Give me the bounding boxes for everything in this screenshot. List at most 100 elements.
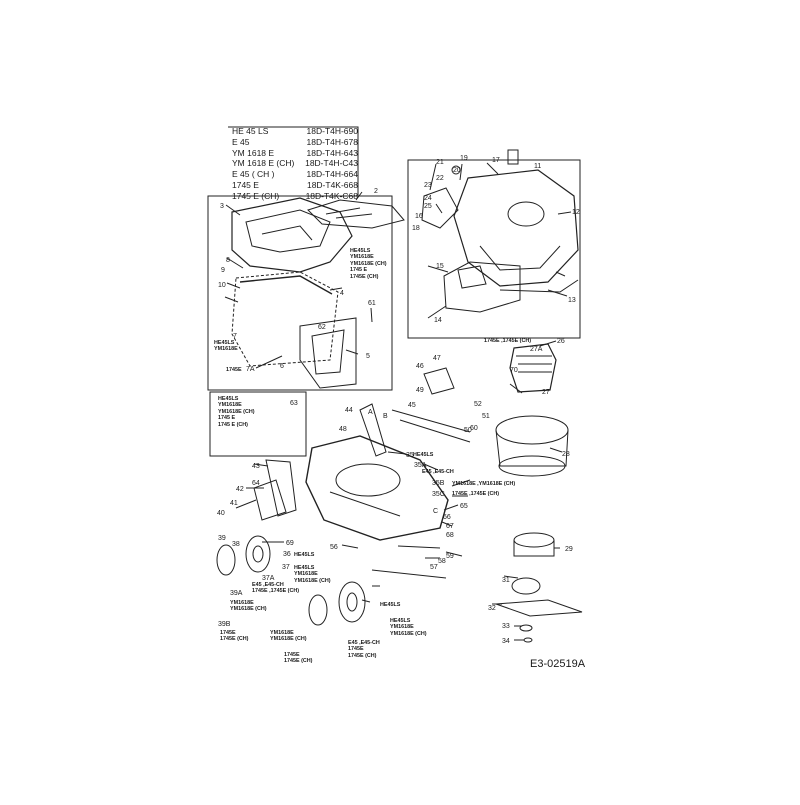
callout-35: 35: [406, 452, 414, 459]
callout-60: 60: [470, 425, 478, 432]
callout-7a: 7A: [246, 366, 255, 373]
callout-17: 17: [492, 157, 500, 164]
motor-housing-top: [495, 415, 569, 445]
callout-7: 7: [233, 333, 237, 340]
note-part39b-left: 1745E 1745E (CH): [220, 630, 249, 643]
callout-63: 63: [290, 400, 298, 407]
callout-13: 13: [568, 297, 576, 304]
callout-37a-top: 37A: [262, 575, 275, 582]
rear-flap-shape: [265, 459, 297, 517]
leader-lines: [224, 159, 572, 641]
model-row: YM 1618 E (CH)18D-T4H-C43: [232, 158, 358, 169]
fan-ring-top: [513, 532, 555, 548]
cover-plate-shape: [253, 479, 287, 521]
callout-66: 66: [443, 514, 451, 521]
callout-62: 62: [318, 324, 326, 331]
callout-15: 15: [436, 263, 444, 270]
callout-45: 45: [408, 402, 416, 409]
callout-40: 40: [217, 510, 225, 517]
bag-cover-panel: [209, 391, 307, 457]
model-name: E 45: [232, 136, 250, 147]
callout-14: 14: [434, 317, 442, 324]
callout-43: 43: [252, 463, 260, 470]
callout-49: 49: [416, 387, 424, 394]
callout-3: 3: [220, 203, 224, 210]
callout-a-top: A: [368, 409, 373, 416]
note-part35c: 1745E ,1745E (CH): [452, 491, 500, 497]
callout-5: 5: [366, 353, 370, 360]
note-part35: HE45LS: [413, 452, 434, 458]
throttle-control-shape: [421, 187, 459, 229]
callout-23: 23: [424, 182, 432, 189]
mulch-plug-shape: [307, 199, 405, 229]
switch-box-shape: [423, 367, 455, 395]
note-part37-bottom: HE45LS YM1618E YM1618E (CH): [390, 618, 427, 637]
callout-26: 26: [557, 338, 565, 345]
axle-bracket: [397, 545, 441, 549]
bag-frame-shape: [239, 275, 333, 295]
callout-b-top: B: [383, 413, 388, 420]
model-code: 18D-T4K-668: [306, 179, 358, 190]
note-part7a: 1745E: [226, 367, 242, 373]
note-motor-models: 1745E ,1745E (CH): [484, 338, 532, 344]
callout-70: 70: [510, 367, 518, 374]
callout-12: 12: [572, 209, 580, 216]
callout-21: 21: [436, 159, 444, 166]
callout-11: 11: [534, 163, 541, 170]
callout-50: 50: [464, 427, 472, 434]
callout-57: 57: [430, 564, 438, 571]
note-part36-top: HE45LS: [294, 552, 315, 558]
bag-top-inner: [245, 209, 331, 253]
callout-27a: 27A: [530, 346, 543, 353]
note-part37a-top: E45 ,E45-CH 1745E ,1745E (CH): [252, 582, 300, 595]
model-name: E 45 ( CH ): [232, 169, 275, 180]
note-part39a-left: YM1618E YM1618E (CH): [230, 600, 267, 613]
engine-cover-shape: [453, 169, 579, 287]
callout-51: 51: [482, 413, 490, 420]
callout-47: 47: [433, 355, 441, 362]
callout-9: 9: [221, 267, 225, 274]
callout-37-top: 37: [282, 564, 290, 571]
rear-axle: [371, 569, 447, 579]
callout-8: 8: [226, 257, 230, 264]
callout-29: 29: [565, 546, 573, 553]
grass-bag-panel: [207, 195, 393, 391]
callout-67: 67: [446, 523, 454, 530]
callout-44: 44: [345, 407, 353, 414]
engine-cover-base: [499, 279, 579, 293]
model-row: E 45 ( CH )18D-T4H-664: [232, 169, 358, 180]
model-name: 1745 E (CH): [232, 190, 280, 201]
model-code: 18D-T4H-C43: [305, 158, 358, 169]
callout-32: 32: [488, 605, 496, 612]
callout-c: C: [433, 508, 438, 515]
callout-48: 48: [339, 426, 347, 433]
callout-39a-top: 39A: [230, 590, 243, 597]
callout-52: 52: [474, 401, 482, 408]
callout-4: 4: [340, 290, 344, 297]
note-bag-models: HE45LS YM1618E YM1618E (CH) 1745 E 1745 …: [218, 396, 255, 428]
motor-fins: [516, 355, 552, 373]
motor-housing-bottom: [498, 455, 566, 477]
model-code: 18D-T4K-C68: [305, 190, 358, 201]
callout-16: 16: [415, 213, 423, 220]
motor-housing-body: [495, 429, 569, 467]
fan-ring-body: [513, 540, 555, 557]
callout-68: 68: [446, 532, 454, 539]
blade-washer: [519, 624, 533, 632]
model-table-border: [228, 126, 359, 196]
bracket-part: [507, 149, 519, 165]
callout-36-top: 36: [283, 551, 291, 558]
model-name: 1745 E: [232, 179, 259, 190]
callout-31: 31: [502, 577, 510, 584]
callout-34: 34: [502, 638, 510, 645]
blade-bolt: [523, 637, 533, 643]
callout-10: 10: [218, 282, 226, 289]
bag-top-handle: [261, 225, 313, 241]
callout-18: 18: [412, 225, 420, 232]
callout-33: 33: [502, 623, 510, 630]
callout-41: 41: [230, 500, 238, 507]
callout-25: 25: [424, 203, 432, 210]
